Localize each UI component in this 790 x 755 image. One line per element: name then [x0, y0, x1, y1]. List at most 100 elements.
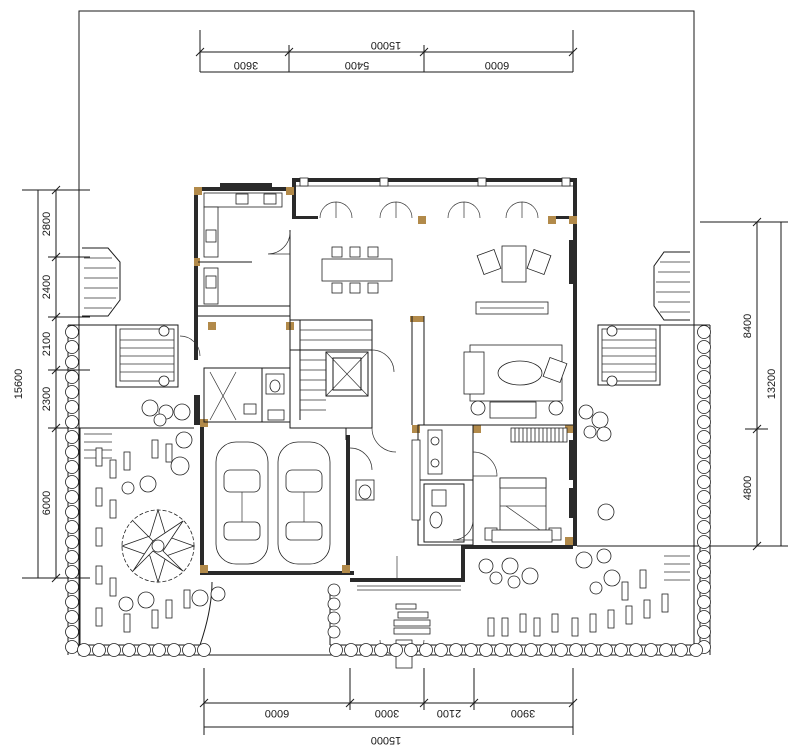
hedge-circle	[65, 625, 79, 639]
hedge-circle	[65, 415, 79, 429]
hedge-circle	[65, 490, 79, 504]
site-boundary	[78, 10, 695, 656]
hedge-dots	[65, 325, 711, 657]
hedge-circle	[65, 610, 79, 624]
hedge-circle	[479, 643, 493, 657]
dim-left-seg-3: 2100	[41, 332, 53, 356]
hedge-circle	[697, 325, 711, 339]
hedge-circle	[65, 325, 79, 339]
hedge-circle	[65, 340, 79, 354]
kitchen-fixtures	[194, 192, 283, 305]
hedge-circle	[697, 505, 711, 519]
hedge-circle	[419, 643, 433, 657]
hedge-circle	[697, 415, 711, 429]
hedge-circle	[599, 643, 613, 657]
dim-right-total: 13200	[766, 369, 778, 400]
hedge-circle	[697, 550, 711, 564]
entrance-steps	[393, 603, 431, 635]
hedge-circle	[697, 385, 711, 399]
shrub	[170, 456, 190, 476]
hedge-circle	[65, 640, 79, 654]
right-terrace	[597, 251, 690, 581]
hedge-circle	[614, 643, 628, 657]
hedge-circle	[197, 643, 211, 657]
dimension-left: 15600 2800 2400 2100 2300 6000	[13, 185, 90, 583]
dim-top-seg-3: 6000	[485, 59, 509, 71]
shrub	[153, 413, 167, 427]
shrub	[589, 581, 603, 595]
shrub	[591, 411, 609, 429]
shrub	[603, 569, 621, 587]
shrub	[501, 557, 519, 575]
dim-top-total: 15000	[371, 39, 402, 51]
hedge-circle	[92, 643, 106, 657]
hedge-circle	[65, 565, 79, 579]
hedge-circle	[697, 475, 711, 489]
hedge-circle	[359, 643, 373, 657]
shrub	[137, 591, 155, 609]
shrub	[575, 551, 593, 569]
dim-left-seg-4: 2300	[41, 387, 53, 411]
hedge-circle	[697, 625, 711, 639]
shrub	[141, 399, 159, 417]
shrub	[118, 596, 134, 612]
hedge-circle	[674, 643, 688, 657]
hedge-circle	[327, 611, 341, 625]
hedge-circle	[697, 610, 711, 624]
hedge-circle	[584, 643, 598, 657]
shrubs	[118, 399, 621, 612]
hedge-circle	[344, 643, 358, 657]
hedge-circle	[464, 643, 478, 657]
hedge-circle	[374, 643, 388, 657]
shrub	[210, 586, 226, 602]
dim-left-seg-2: 2400	[41, 275, 53, 299]
shrub	[139, 475, 157, 493]
shrub	[507, 575, 521, 589]
hedge-circle	[137, 643, 151, 657]
hedge-circle	[644, 643, 658, 657]
hedge-circle	[152, 643, 166, 657]
hedge-circle	[65, 355, 79, 369]
hedge-circle	[65, 505, 79, 519]
hedge-circle	[65, 475, 79, 489]
hedge-circle	[434, 643, 448, 657]
dim-top-seg-1: 3600	[234, 59, 258, 71]
hedge-circle	[569, 643, 583, 657]
hedge-circle	[697, 400, 711, 414]
hedge-circle	[122, 643, 136, 657]
hedge-circle	[404, 643, 418, 657]
hedge-circle	[554, 643, 568, 657]
hedge-circle	[697, 445, 711, 459]
hedge-circle	[65, 550, 79, 564]
hedge-circle	[327, 597, 341, 611]
dim-bottom-seg-2: 3000	[375, 707, 399, 719]
hedge-circle	[659, 643, 673, 657]
hedge-circle	[65, 595, 79, 609]
hedge-circle	[65, 430, 79, 444]
hedge-circle	[697, 580, 711, 594]
shrub	[597, 503, 615, 521]
dimension-top: 15000 3600 5400 6000	[195, 30, 578, 73]
columns	[194, 187, 577, 573]
hedge-circle	[65, 460, 79, 474]
hedge-circle	[697, 490, 711, 504]
shrub	[521, 567, 539, 585]
hedge-circle	[182, 643, 196, 657]
dim-bottom-total: 15000	[371, 734, 402, 746]
hedge-circle	[65, 385, 79, 399]
garden-pavers	[95, 439, 669, 637]
hedge-circle	[65, 520, 79, 534]
hedge-circle	[65, 400, 79, 414]
shrub	[478, 558, 494, 574]
hedge-circle	[449, 643, 463, 657]
shrub	[489, 571, 503, 585]
hedge-circle	[539, 643, 553, 657]
hedge-circle	[107, 643, 121, 657]
dining-set	[321, 246, 393, 294]
hedge-circle	[524, 643, 538, 657]
shrub	[173, 403, 191, 421]
garage-cars	[215, 441, 331, 565]
hedge-circle	[689, 643, 703, 657]
shrub	[578, 404, 594, 420]
dimension-right: 8400 4800 13200	[700, 217, 788, 551]
